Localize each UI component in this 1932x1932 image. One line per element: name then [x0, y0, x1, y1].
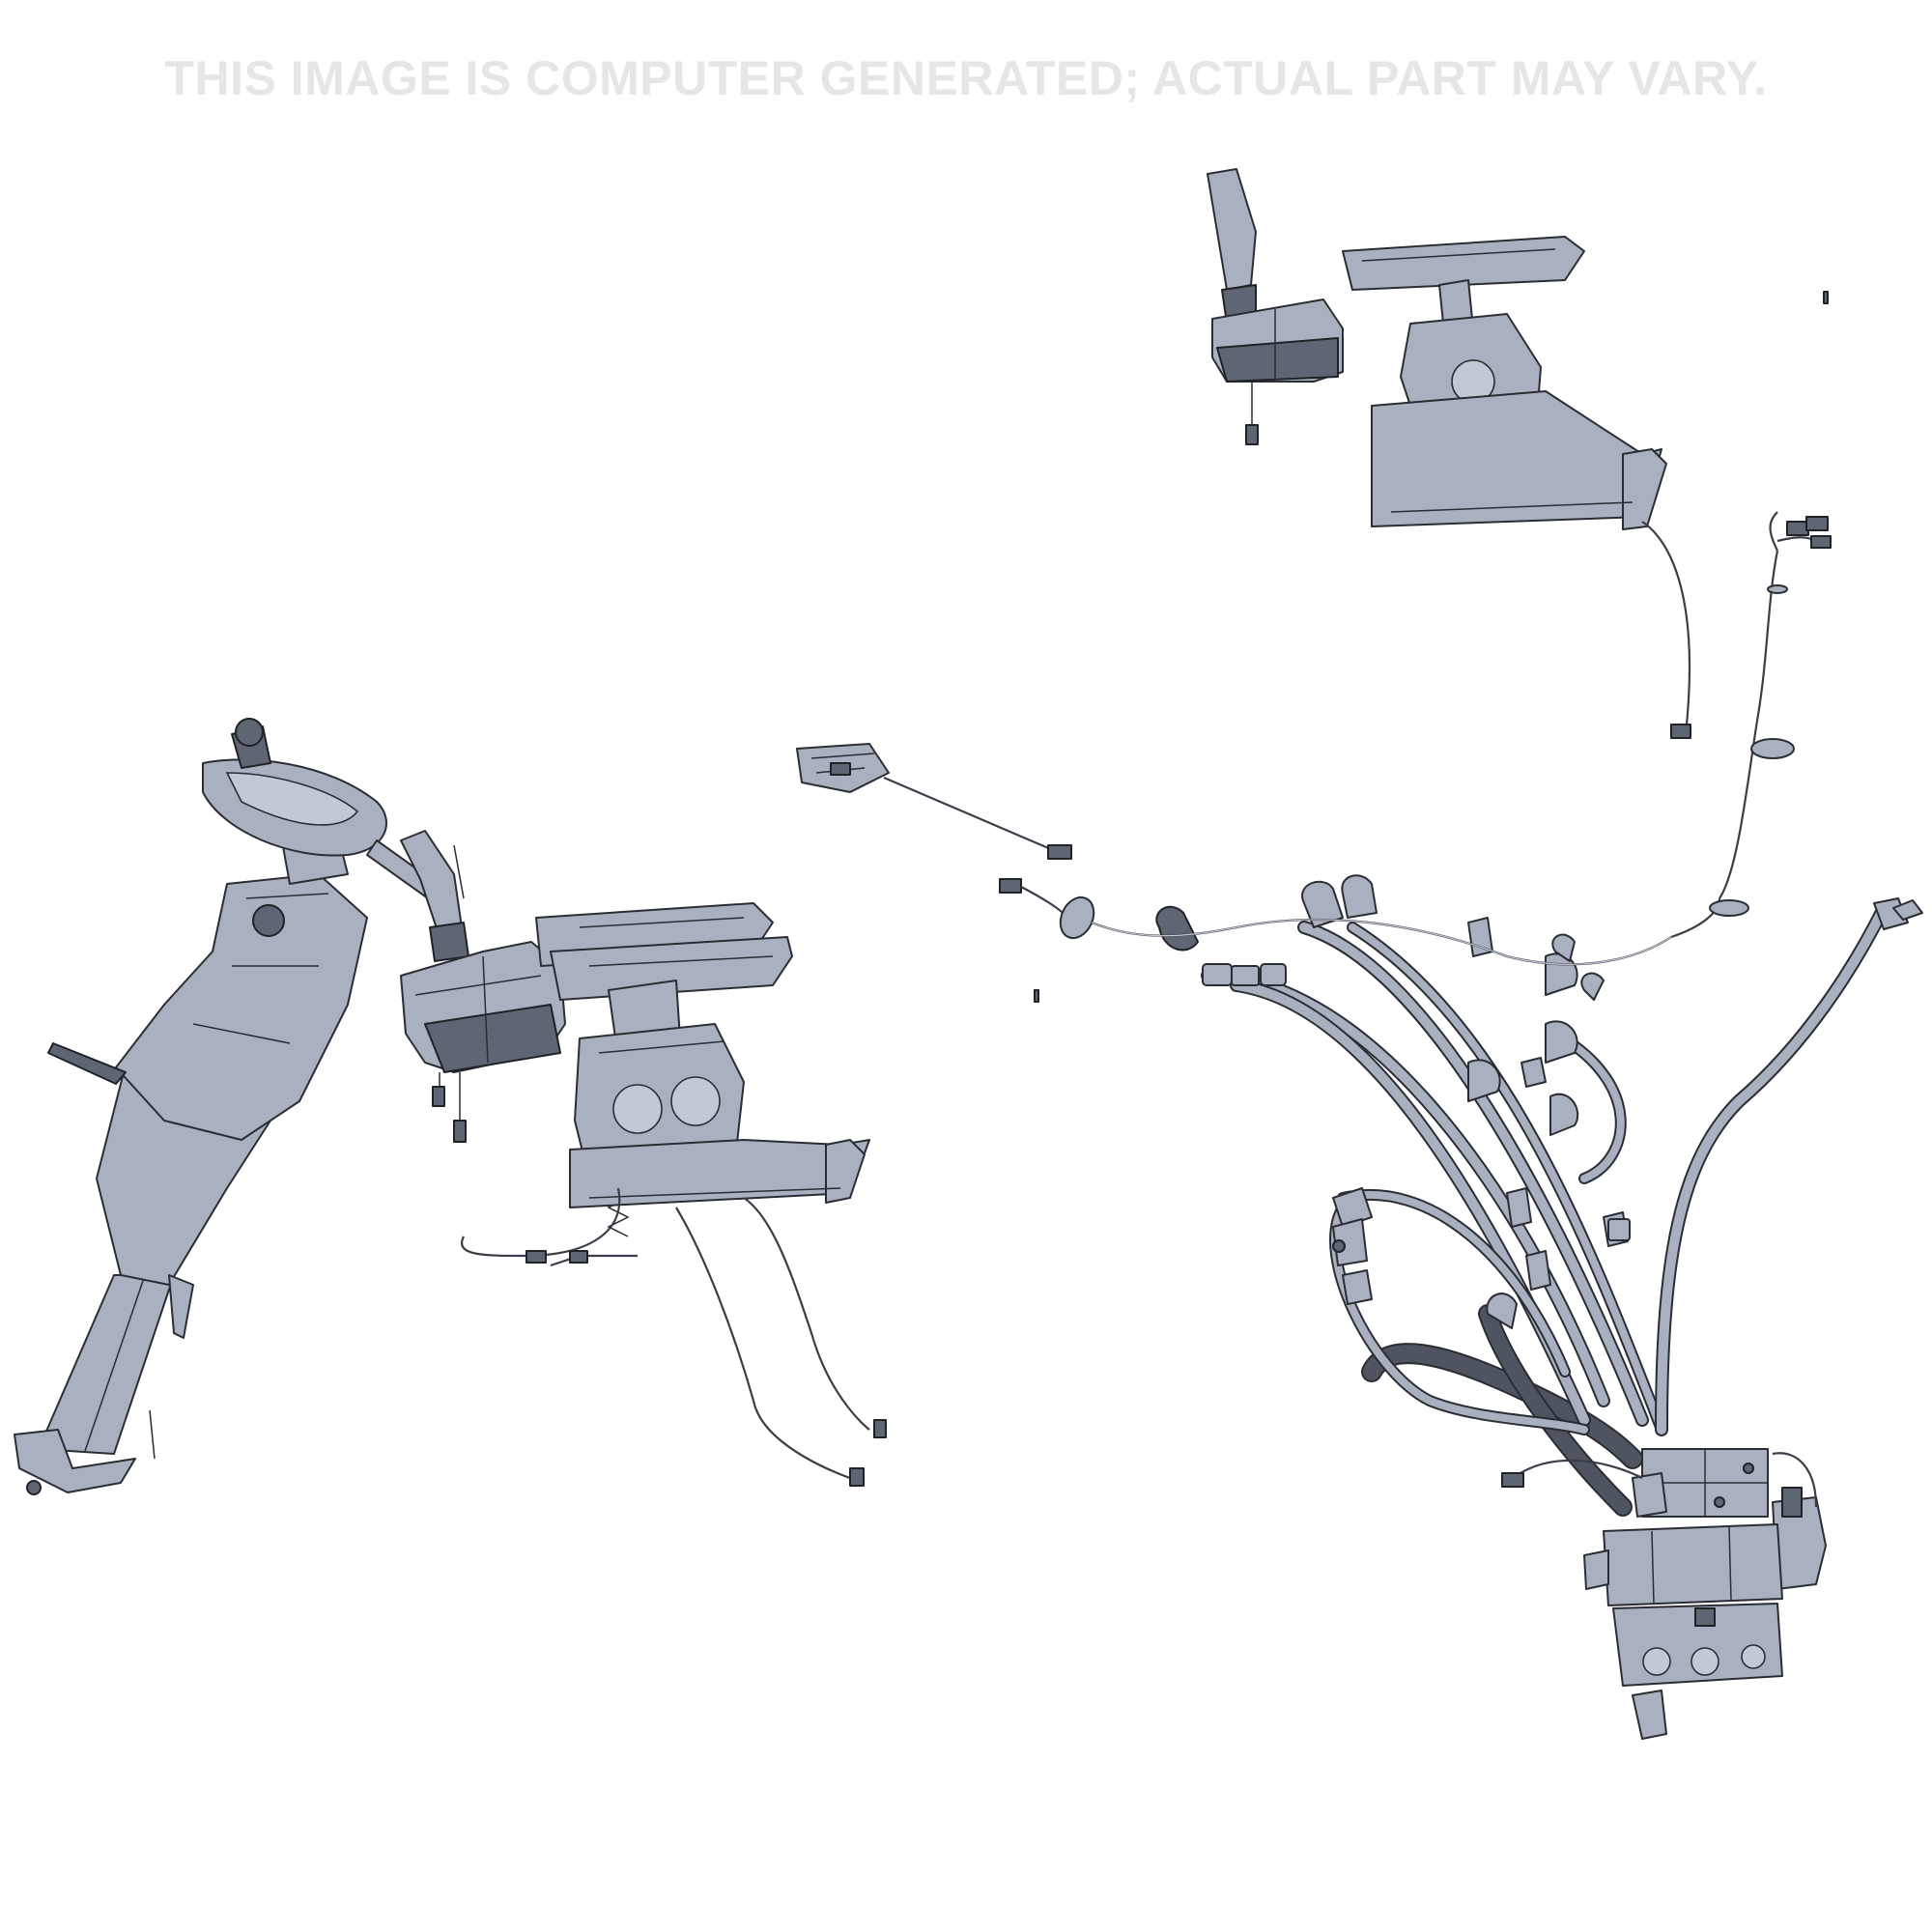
- left-seat-harness[interactable]: [461, 1187, 887, 1487]
- left-joystick-armrest-assembly[interactable]: [400, 830, 870, 1237]
- steering-column-assembly[interactable]: [14, 718, 465, 1495]
- right-joystick-armrest-assembly[interactable]: [1034, 168, 1829, 1003]
- hydraulic-valve-hose-assembly[interactable]: [1155, 874, 1923, 1740]
- main-wiring-harness[interactable]: [796, 511, 1832, 1088]
- disclaimer-text: THIS IMAGE IS COMPUTER GENERATED; ACTUAL…: [164, 51, 1768, 105]
